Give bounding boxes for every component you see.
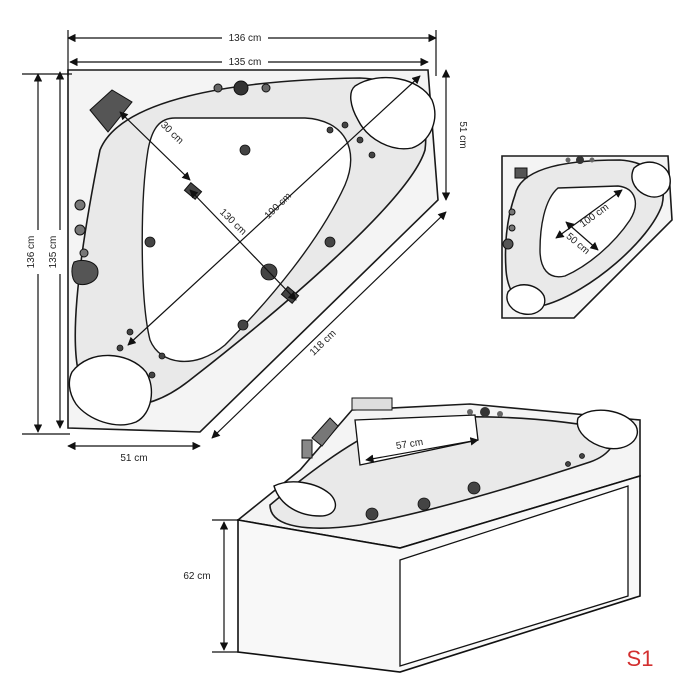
dim-top-outer: 136 cm — [229, 33, 262, 44]
jet-icon — [126, 328, 134, 336]
dim-left-inner: 135 cm — [48, 236, 59, 269]
small-knob-icon-2 — [589, 157, 595, 163]
pillow-bottom-left — [68, 354, 153, 426]
persp-handshower-icon — [301, 439, 313, 459]
persp-control-icon — [480, 407, 490, 417]
fitting-1-icon — [74, 199, 86, 211]
top-view: 136 cm 135 cm 51 cm 136 cm 135 cm 51 cm … — [22, 30, 468, 464]
persp-pillow-left — [273, 481, 337, 517]
fitting-3-icon — [79, 248, 89, 258]
small-knob-icon — [565, 157, 571, 163]
persp-pillow-right — [576, 409, 639, 450]
jet-icon — [368, 151, 376, 159]
small-fitting-icon-2 — [508, 224, 516, 232]
jet-icon — [239, 144, 251, 156]
variant-code: S1 — [627, 646, 654, 671]
jet-icon — [356, 136, 364, 144]
persp-apron — [399, 485, 629, 667]
jet-icon — [341, 121, 349, 129]
jet-icon — [237, 319, 249, 331]
persp-knob-icon — [467, 409, 473, 415]
persp-jet-icon — [565, 461, 571, 467]
persp-jet-icon — [365, 507, 379, 521]
dim-diagonal-front: 118 cm — [308, 328, 339, 358]
persp-jet-icon — [467, 481, 481, 495]
persp-headrest-icon — [351, 397, 393, 411]
dim-top-inner: 135 cm — [229, 57, 262, 68]
small-control-icon — [576, 156, 584, 164]
fitting-2-icon — [74, 224, 86, 236]
jet-icon — [158, 352, 166, 360]
persp-faucet-icon — [311, 417, 339, 447]
jet-icon — [116, 344, 124, 352]
jet-icon — [148, 371, 156, 379]
small-faucet-icon — [502, 238, 514, 250]
dim-height: 62 cm — [183, 571, 210, 582]
persp-jet-icon — [417, 497, 431, 511]
small-headrest-icon — [514, 167, 528, 179]
dim-left-outer: 136 cm — [26, 236, 37, 269]
small-top-view: 100 cm 50 cm — [501, 155, 673, 319]
jet-icon — [326, 126, 334, 134]
dim-right-side: 51 cm — [457, 121, 468, 148]
knob-right-icon — [261, 83, 271, 93]
dim-bottom-side: 51 cm — [120, 453, 147, 464]
faucet-icon — [71, 259, 99, 285]
knob-left-icon — [213, 83, 223, 93]
small-fitting-icon — [508, 208, 516, 216]
persp-jet-icon — [579, 453, 585, 459]
persp-knob-icon-2 — [497, 411, 503, 417]
dim-seat-width: 57 cm — [395, 437, 424, 452]
control-panel-icon — [233, 80, 249, 96]
small-pillow-right — [631, 161, 671, 198]
jet-icon — [324, 236, 336, 248]
perspective-view: 57 cm 62 cm — [180, 397, 641, 673]
jet-icon — [144, 236, 156, 248]
small-pillow-left — [506, 284, 546, 315]
